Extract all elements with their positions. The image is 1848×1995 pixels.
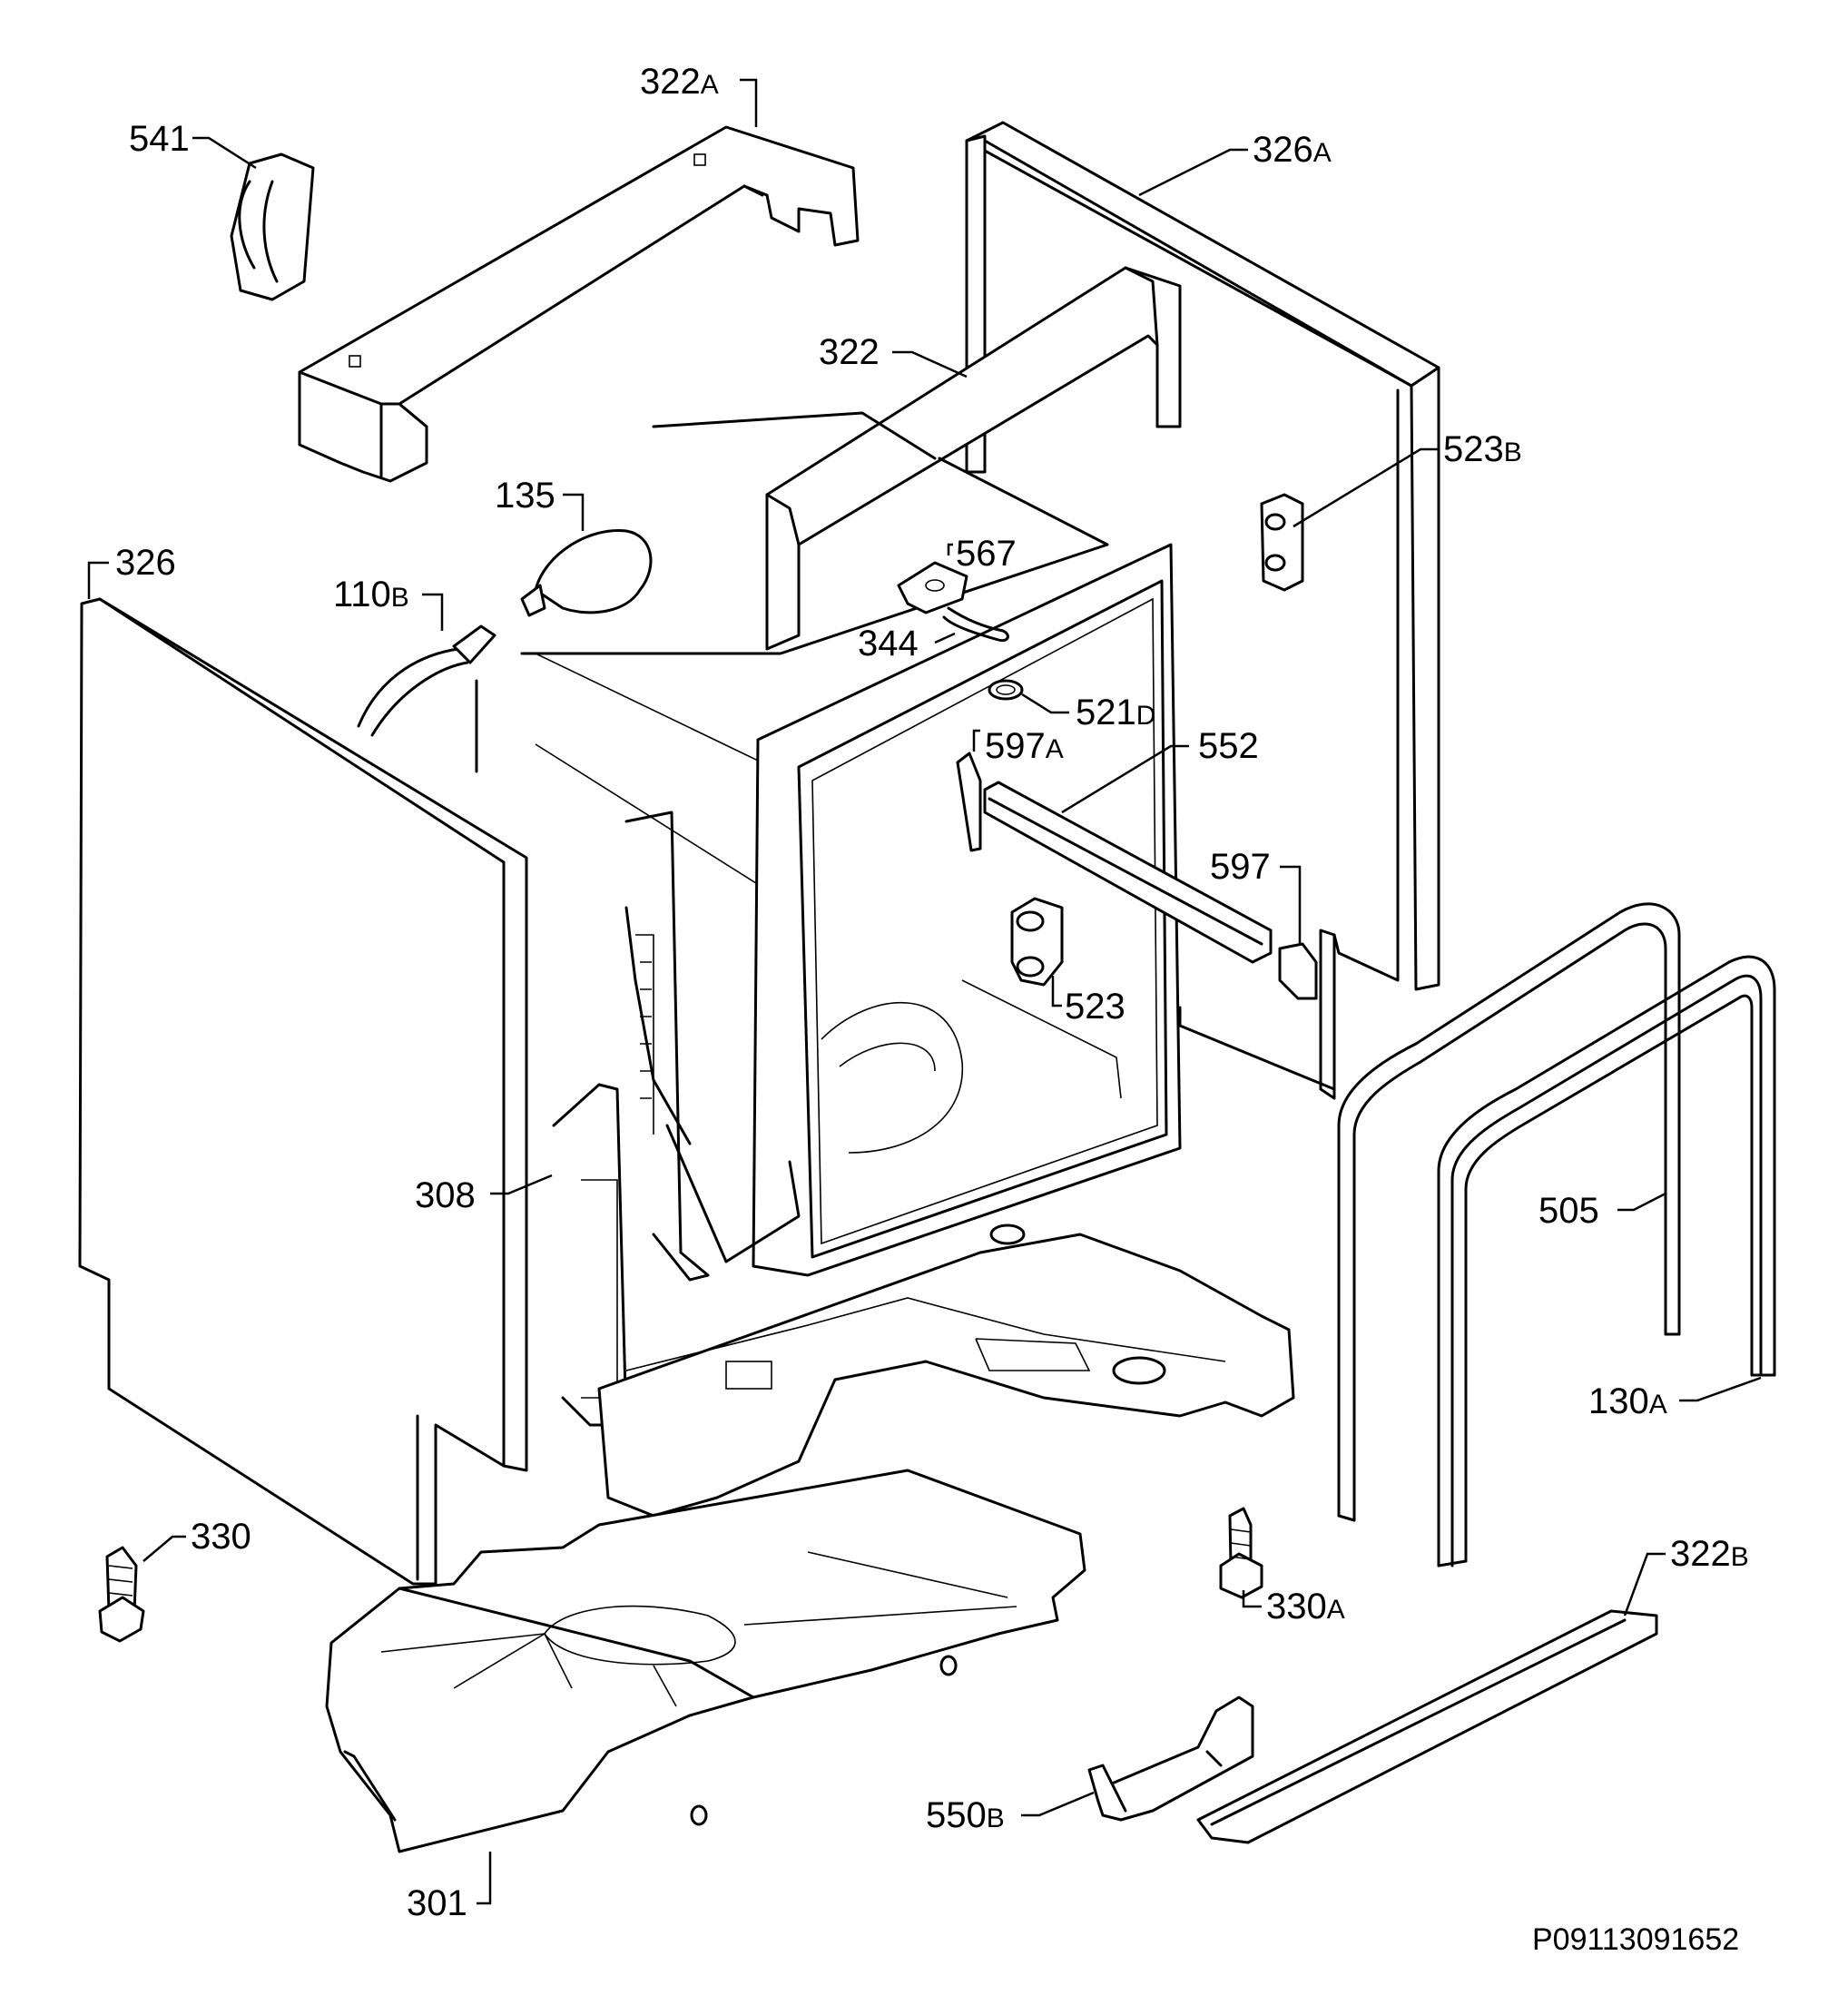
bracket-567-part: [897, 561, 968, 614]
side-panel-part: [78, 597, 528, 1586]
seal-505-part: [1337, 902, 1681, 1522]
leader-110B: [422, 593, 444, 631]
dispenser-cup-part: [520, 528, 653, 617]
leader-523: [1051, 976, 1062, 1007]
bushing-523b-part: [1260, 493, 1304, 592]
drawing-number: P09113091652: [1532, 1922, 1739, 1957]
callout-523B: 523B: [1443, 429, 1522, 469]
leader-523B: [1293, 447, 1439, 528]
callout-597A: 597A: [985, 726, 1064, 766]
leader-308: [490, 1174, 553, 1195]
callout-110B: 110B: [333, 575, 409, 614]
callout-130A: 130A: [1588, 1381, 1667, 1421]
leader-322A: [740, 78, 758, 127]
callout-505: 505: [1538, 1191, 1599, 1231]
door-frame-part: [752, 543, 1182, 1277]
leader-552: [1061, 744, 1189, 814]
callout-308: 308: [415, 1175, 476, 1215]
callout-552: 552: [1198, 726, 1259, 766]
leader-330: [143, 1535, 186, 1562]
callout-550B: 550B: [926, 1795, 1005, 1835]
base-frame-part: [597, 1224, 1295, 1518]
leader-322: [892, 350, 968, 378]
callout-322: 322: [819, 332, 880, 372]
bracket-550b-part: [1087, 1695, 1254, 1822]
base-tray-part: [325, 1469, 1086, 1853]
callout-597: 597: [1210, 847, 1271, 887]
foot-330-part: [98, 1546, 145, 1643]
foot-330a-part: [1219, 1507, 1263, 1599]
callout-326: 326: [115, 543, 176, 583]
callout-322B: 322B: [1670, 1534, 1749, 1574]
leader-322B: [1623, 1552, 1666, 1617]
top-frame-part: [298, 125, 860, 483]
inner-frame-part: [765, 266, 1182, 651]
callout-326A: 326A: [1253, 130, 1332, 170]
callout-567: 567: [956, 534, 1017, 574]
callout-330: 330: [191, 1517, 251, 1557]
bushing-523-part: [1010, 897, 1064, 987]
callout-labels: 541 322A 326A 322 523B 135 567 326 110B …: [115, 62, 1749, 1923]
leader-326A: [1138, 148, 1248, 197]
callout-135: 135: [495, 476, 555, 516]
leader-567: [947, 543, 953, 555]
callout-330A: 330A: [1266, 1587, 1345, 1626]
leader-541: [192, 136, 257, 170]
callout-541: 541: [129, 119, 190, 159]
leader-130A: [1679, 1376, 1762, 1402]
leader-301: [477, 1852, 492, 1905]
leader-344: [934, 632, 956, 644]
leader-lines: [87, 78, 1762, 1905]
leader-326: [87, 561, 109, 599]
hose-part: [357, 624, 496, 773]
clip-597-part: [1278, 942, 1318, 1000]
bottom-rail-322b-part: [1196, 1609, 1658, 1844]
clip-597a-part: [956, 752, 982, 852]
leader-550B: [1021, 1791, 1095, 1817]
clip-part: [230, 152, 315, 301]
callout-301: 301: [407, 1883, 467, 1923]
callout-322A: 322A: [640, 62, 719, 102]
callout-521D: 521D: [1076, 693, 1155, 732]
callout-523: 523: [1065, 987, 1126, 1027]
leader-597: [1280, 865, 1302, 944]
leader-597A: [972, 729, 980, 752]
seal-130a-part: [1437, 955, 1776, 1568]
leader-521D: [1021, 693, 1069, 714]
hinge-assembly-part: [552, 811, 801, 1427]
leader-330A: [1242, 1590, 1262, 1608]
callout-344: 344: [858, 624, 919, 663]
grommet-part: [988, 679, 1024, 701]
rail-part: [983, 781, 1273, 964]
back-panel-part: [965, 121, 1440, 1100]
spring-344-part: [942, 606, 1009, 643]
leader-135: [563, 493, 585, 531]
leader-505: [1617, 1192, 1666, 1212]
